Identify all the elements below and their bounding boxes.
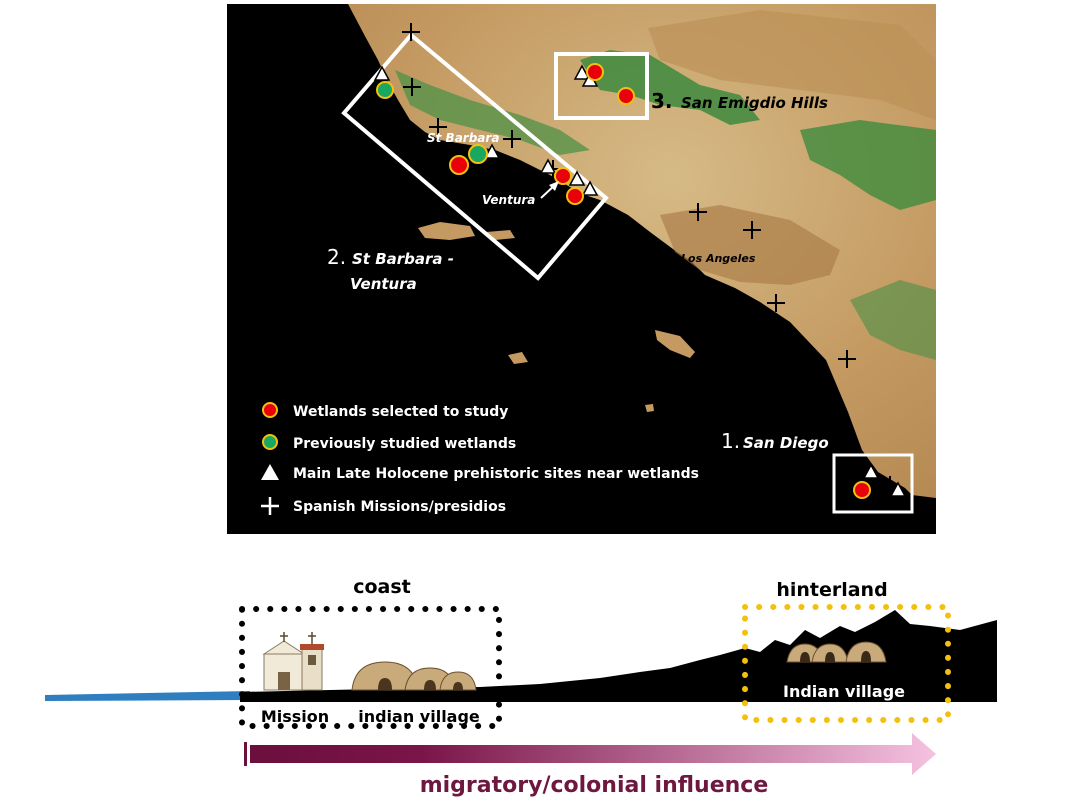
mission-marker: [503, 130, 521, 148]
terrain-silhouette: [240, 610, 997, 702]
site-marker: [581, 180, 599, 196]
mission-marker: [689, 203, 707, 221]
region-label-2-name-line1: St Barbara -: [352, 250, 454, 268]
map-mountains-north: [580, 50, 760, 125]
mission-tower-roof: [300, 644, 324, 650]
hinterland-label: hinterland: [776, 579, 887, 601]
region-label-2-name-line2: Ventura: [350, 275, 417, 293]
hinterland-village-label: Indian village: [783, 682, 905, 701]
hut-door: [800, 652, 810, 662]
prehistoric-site-markers: [373, 64, 907, 497]
region-label-3-number: 3.: [651, 89, 673, 113]
region-label-1-name: San Diego: [743, 434, 829, 452]
hut-door: [378, 678, 392, 690]
mission-marker: [838, 350, 856, 368]
mission-marker: [429, 118, 447, 136]
map-mountains-west: [395, 70, 590, 155]
mission-tower-window: [308, 655, 316, 665]
map-island-1: [418, 222, 475, 240]
influence-arrow-label: migratory/colonial influence: [420, 773, 769, 798]
wetland-selected-marker: [586, 63, 604, 81]
coast-village-huts: [351, 661, 477, 691]
hinterland-hut-doors: [800, 651, 871, 662]
mission-markers: [402, 23, 898, 497]
legend-cross-icon: [261, 497, 279, 515]
legend-triangle-icon: [261, 464, 279, 480]
coast-box: [239, 606, 502, 729]
map-mountains-southeast: [850, 280, 936, 360]
map-island-5: [645, 404, 654, 412]
region-label-2-number: 2.: [327, 245, 346, 269]
map-mountains-east: [800, 120, 936, 210]
mission-marker: [402, 23, 420, 41]
legend-label: Spanish Missions/presidios: [293, 499, 506, 515]
mission-label: Mission: [261, 707, 329, 726]
wetland-selected-marker: [617, 87, 635, 105]
mission-marker: [882, 476, 898, 492]
wetland-previous-marker: [468, 144, 488, 164]
map-island-3: [655, 330, 695, 358]
site-marker: [862, 463, 880, 479]
wetland-selected-marker: [853, 481, 871, 499]
region-label-1-number: 1.: [721, 429, 740, 453]
mission-marker: [403, 78, 421, 96]
map-panel: St Barbara Ventura Los Angeles 3. San Em…: [227, 4, 936, 534]
region-frame-st-barbara-ventura: [341, 32, 609, 281]
map-legend: Wetlands selected to study Previously st…: [261, 402, 699, 515]
hut-door: [861, 651, 871, 662]
region-label-3-name: San Emigdio Hills: [681, 94, 828, 112]
ventura-pointer-head: [549, 181, 559, 191]
map-valley: [648, 10, 936, 120]
site-marker: [373, 65, 391, 81]
site-marker: [539, 158, 557, 174]
wetland-selected-marker: [566, 187, 584, 205]
landscape-profile: coast hinterland Mission indian village …: [45, 576, 997, 798]
site-marker: [889, 481, 907, 497]
coast-village-label: indian village: [358, 707, 480, 726]
mission-door: [278, 672, 290, 690]
mission-marker: [767, 294, 785, 312]
sea-strip: [45, 691, 250, 701]
influence-arrow-shaft: [250, 733, 936, 775]
region-frame-san-emigdio: [554, 52, 649, 120]
wetland-selected-marker: [449, 155, 469, 175]
place-label-los-angeles: Los Angeles: [681, 252, 756, 265]
coast-hut-doors: [378, 678, 463, 690]
hut: [439, 671, 477, 691]
map-island-4: [508, 352, 528, 364]
mission-tower-cross-icon: [308, 632, 316, 644]
wetland-previous-marker: [376, 81, 394, 99]
map-basin: [660, 205, 840, 285]
legend-label: Previously studied wetlands: [293, 436, 516, 452]
mission-building: [262, 632, 324, 691]
site-marker: [483, 143, 501, 159]
site-marker: [568, 170, 586, 186]
influence-arrow-base-line: [244, 742, 247, 766]
mission-marker: [743, 221, 761, 239]
place-label-st-barbara: St Barbara: [427, 131, 499, 145]
wetland-selected-marker: [554, 167, 572, 185]
mission-tower: [301, 645, 323, 691]
place-label-ventura: Ventura: [482, 193, 535, 207]
mission-cross-icon: [280, 632, 288, 642]
coast-label: coast: [353, 576, 411, 598]
hut-door: [453, 682, 463, 690]
hinterland-box: [742, 604, 951, 723]
hut-door: [424, 680, 436, 690]
legend-label: Wetlands selected to study: [293, 404, 508, 420]
influence-arrow: [244, 733, 936, 775]
legend-label: Main Late Holocene prehistoric sites nea…: [293, 466, 699, 482]
site-marker: [573, 64, 591, 80]
legend-previous-wetland-icon: [262, 434, 278, 450]
legend-selected-wetland-icon: [262, 402, 278, 418]
wetland-markers: [376, 63, 871, 499]
region-frame-san-diego: [832, 453, 914, 514]
hut-door: [825, 652, 835, 662]
mission-gable: [262, 640, 306, 655]
